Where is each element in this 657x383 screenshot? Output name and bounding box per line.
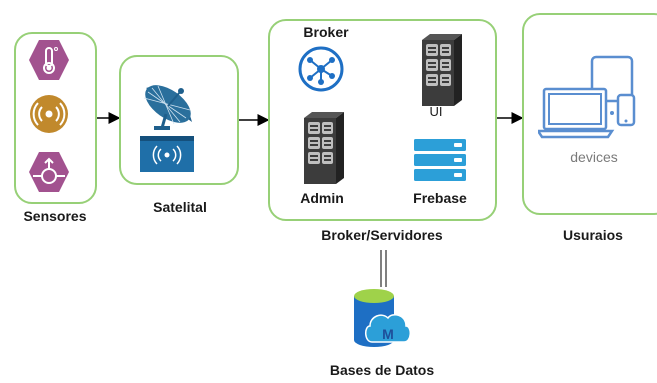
admin-label: Admin xyxy=(300,190,344,206)
server-rack-icon xyxy=(422,34,462,106)
bases-de-datos-label: Bases de Datos xyxy=(329,362,435,378)
link-broker-database xyxy=(380,250,387,287)
mqtt-broker-icon xyxy=(298,46,344,92)
sensores-label: Sensores xyxy=(23,208,87,224)
svg-text:M: M xyxy=(382,326,394,342)
devices-label: devices xyxy=(570,149,618,165)
database-icon: M xyxy=(354,289,411,347)
broker-label: Broker xyxy=(303,24,349,40)
devices-icon xyxy=(538,55,636,139)
radio-signal-sensor-icon xyxy=(30,95,68,133)
usuarios-label: Usuraios xyxy=(563,227,623,243)
broker-servidores-label: Broker/Servidores xyxy=(321,227,443,243)
flow-meter-sensor-icon xyxy=(29,152,69,192)
database-server-icon xyxy=(414,139,466,181)
frebase-label: Frebase xyxy=(413,190,467,206)
satelital-label: Satelital xyxy=(153,199,207,215)
thermometer-sensor-icon xyxy=(29,40,69,80)
satellite-dish-icon xyxy=(140,85,194,172)
server-rack-icon xyxy=(304,112,344,184)
ui-label: UI xyxy=(429,104,443,119)
